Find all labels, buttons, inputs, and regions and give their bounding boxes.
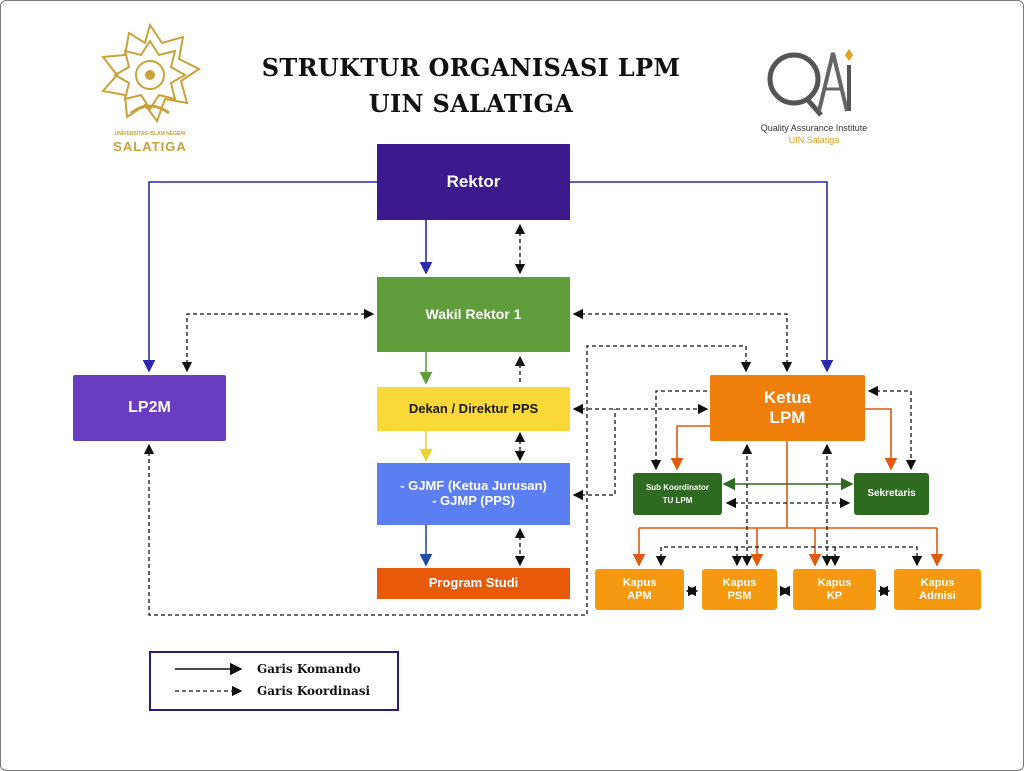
node-kapus-kp: Kapus KP	[793, 569, 876, 610]
node-kapus-admisi-line1: Kapus	[920, 576, 955, 589]
node-program-studi-label: Program Studi	[428, 575, 519, 591]
node-lp2m-label: LP2M	[128, 398, 171, 416]
node-subkoor-line2: TU LPM	[662, 495, 693, 505]
logo-university-text: UNIVERSITAS ISLAM NEGERI	[114, 131, 186, 137]
node-gjmf-line2: - GJMP (PPS)	[432, 493, 515, 508]
node-dekan: Dekan / Direktur PPS	[377, 387, 570, 431]
node-ketua-line1: Ketua	[763, 388, 812, 408]
qai-institution-text: UIN Salatiga	[788, 135, 840, 145]
node-kapus-admisi-line2: Admisi	[919, 589, 956, 602]
legend-komando-label: Garis Komando	[257, 662, 361, 676]
node-kapus-apm-line1: Kapus	[622, 576, 657, 589]
uin-salatiga-logo: UNIVERSITAS ISLAM NEGERI SALATIGA	[95, 21, 205, 159]
node-rektor-label: Rektor	[446, 172, 501, 192]
node-subkoor-line1: Sub Koordinator	[645, 483, 710, 493]
qai-logo: Quality Assurance Institute UIN Salatiga	[749, 41, 879, 151]
qai-monogram-icon	[767, 49, 853, 117]
node-kapus-admisi: Kapus Admisi	[894, 569, 981, 610]
node-kapus-apm-line2: APM	[627, 589, 652, 602]
page-subtitle: UIN SALATIGA	[368, 89, 574, 118]
node-rektor: Rektor	[377, 144, 570, 220]
node-gjmf: - GJMF (Ketua Jurusan) - GJMP (PPS)	[377, 463, 570, 525]
node-sekretaris-label: Sekretaris	[867, 488, 916, 500]
page-title: STRUKTUR ORGANISASI LPM	[261, 53, 681, 82]
node-program-studi: Program Studi	[377, 568, 570, 599]
node-lp2m: LP2M	[73, 375, 226, 441]
node-sekretaris: Sekretaris	[854, 473, 929, 515]
node-wakil-rektor-label: Wakil Rektor 1	[425, 306, 522, 323]
node-kapus-kp-line2: KP	[826, 589, 843, 602]
node-wakil-rektor: Wakil Rektor 1	[377, 277, 570, 352]
node-kapus-apm: Kapus APM	[595, 569, 684, 610]
star-emblem-icon	[101, 22, 201, 124]
legend-koordinasi-label: Garis Koordinasi	[257, 684, 371, 698]
legend: Garis Komando Garis Koordinasi	[149, 651, 399, 711]
node-kapus-psm: Kapus PSM	[702, 569, 777, 610]
node-ketua-line2: LPM	[769, 408, 806, 427]
node-kapus-psm-line2: PSM	[727, 589, 752, 602]
logo-city-text: SALATIGA	[113, 139, 187, 154]
node-kapus-kp-line1: Kapus	[817, 576, 852, 589]
node-sub-koordinator: Sub Koordinator TU LPM	[633, 473, 722, 515]
node-ketua-lpm: Ketua LPM	[710, 375, 865, 441]
node-gjmf-line1: - GJMF (Ketua Jurusan)	[400, 478, 547, 494]
qai-name-text: Quality Assurance Institute	[760, 123, 868, 133]
legend-line-samples	[175, 662, 243, 697]
node-kapus-psm-line1: Kapus	[722, 576, 757, 589]
node-dekan-label: Dekan / Direktur PPS	[408, 400, 539, 416]
